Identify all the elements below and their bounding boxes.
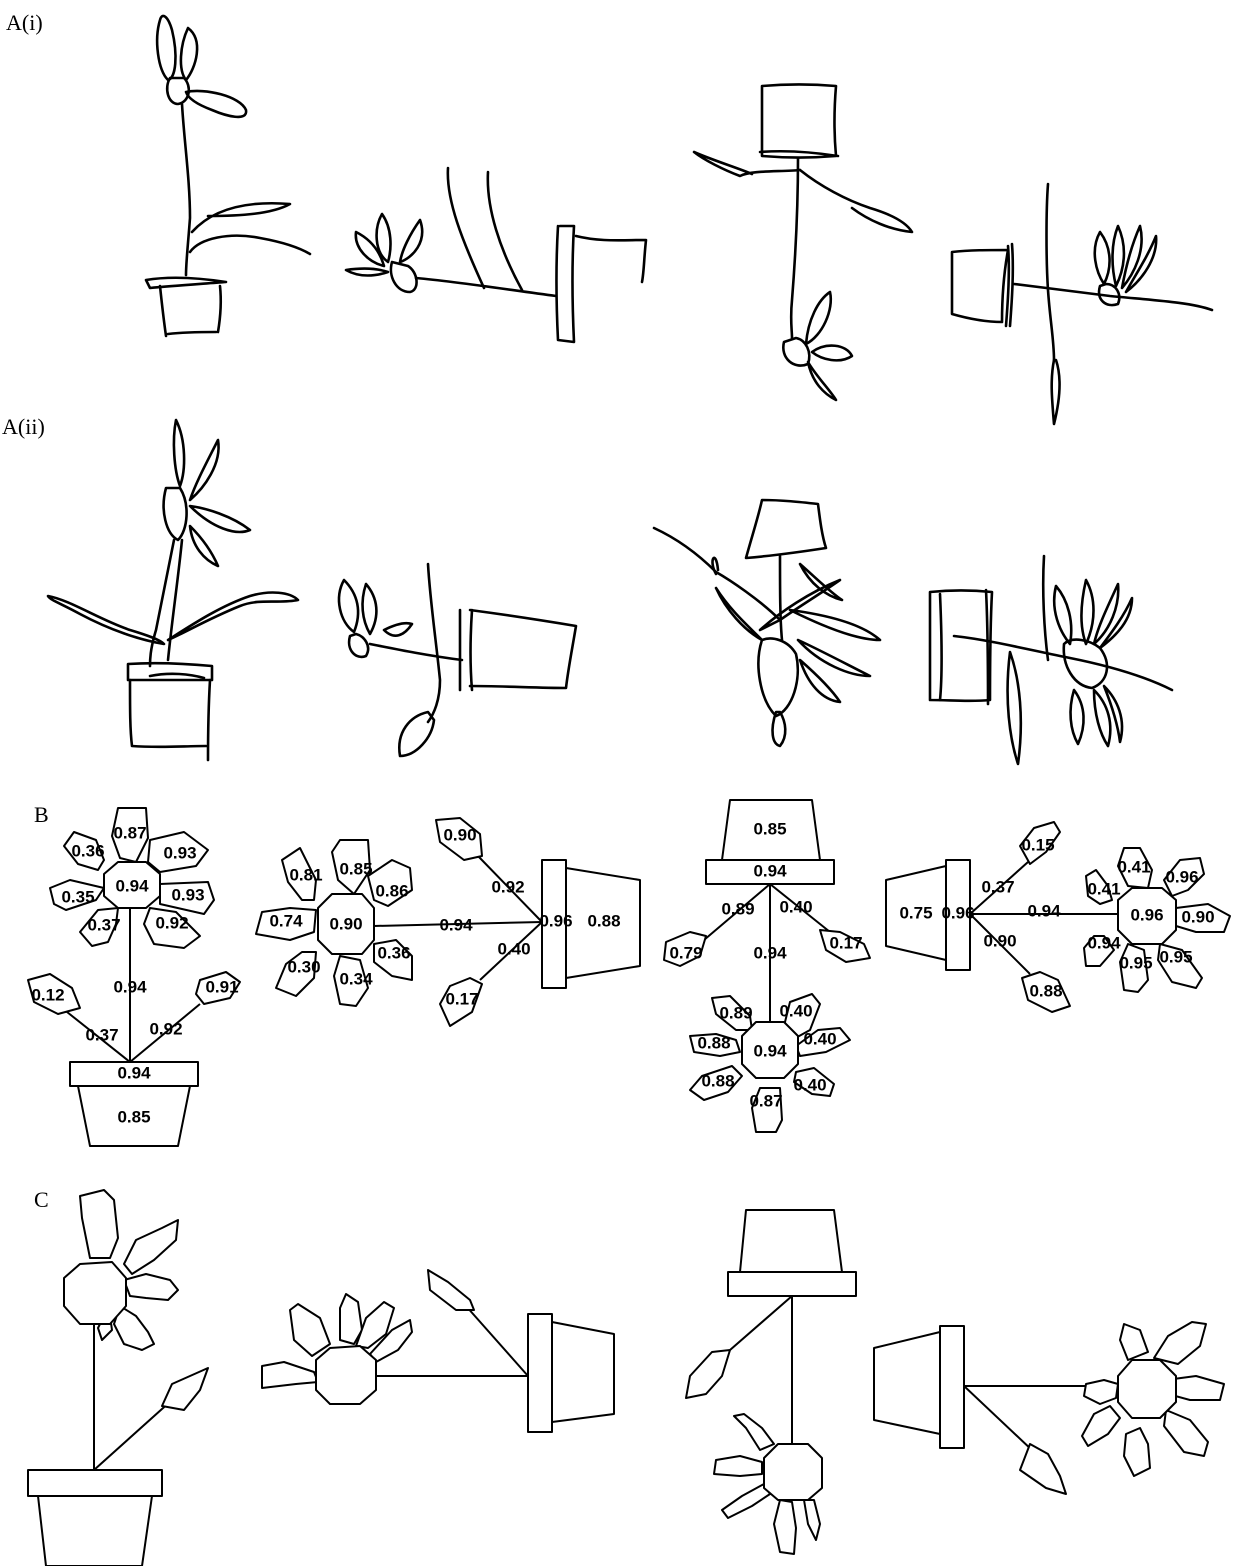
- b2-petal-value: 0.85: [339, 859, 372, 878]
- c-figure-2: [262, 1270, 614, 1432]
- c1-pot-rim: [28, 1470, 162, 1496]
- b4-petal-value: 0.95: [1119, 953, 1152, 972]
- b1-pot-rim-value: 0.94: [117, 1063, 151, 1082]
- b-figure-1: 0.94 0.87 0.93 0.93 0.92 0.37 0.35 0.36 …: [28, 808, 240, 1146]
- b3-leaf-right-value: 0.17: [829, 933, 862, 952]
- c2-pot-body: [552, 1322, 614, 1422]
- b4-center-value: 0.96: [1130, 905, 1163, 924]
- b3-petal-value: 0.88: [697, 1033, 730, 1052]
- b3-leaf-left-stem-value: 0.89: [721, 899, 754, 918]
- b2-center-value: 0.90: [329, 914, 362, 933]
- b2-petal-value: 0.74: [269, 911, 303, 930]
- b3-stem-value: 0.94: [753, 943, 787, 962]
- c4-pot-body: [874, 1332, 940, 1434]
- b3-pot-rim-value: 0.94: [753, 861, 787, 880]
- b1-center-value: 0.94: [115, 876, 149, 895]
- b4-leaf-top-value: 0.15: [1021, 835, 1054, 854]
- sketch-a2-inverted-plant: [654, 500, 880, 746]
- sketch-a1-upright-plant: [146, 16, 310, 336]
- sketch-a1-inverted-plant: [694, 85, 912, 401]
- b2-petal-value: 0.34: [339, 969, 373, 988]
- b1-leaf-right-stem-value: 0.92: [149, 1019, 182, 1038]
- b4-petal-value: 0.94: [1087, 933, 1121, 952]
- b3-pot-body-value: 0.85: [753, 819, 786, 838]
- c2-pot-rim: [528, 1314, 552, 1432]
- b2-leaf-bottom-stem-value: 0.40: [497, 939, 530, 958]
- panel-label-a2: A(ii): [2, 414, 45, 439]
- b1-petal-value: 0.37: [87, 915, 120, 934]
- c2-flower-center: [316, 1346, 376, 1404]
- b3-petal-value: 0.40: [793, 1075, 826, 1094]
- c4-pot-rim: [940, 1326, 964, 1448]
- sketch-a1-horizontal-plant: [346, 168, 646, 342]
- b-figure-4: 0.75 0.96 0.15 0.37 0.88 0.90 0.94 0.96 …: [886, 822, 1230, 1012]
- sketch-a2-horizontal-plant: [339, 564, 576, 756]
- b4-leaf-top-stem-value: 0.37: [981, 877, 1014, 896]
- c3-pot-body: [740, 1210, 842, 1272]
- b4-pot-body-value: 0.75: [899, 903, 932, 922]
- c3-leaf: [686, 1350, 730, 1398]
- b3-petal-value: 0.40: [779, 1001, 812, 1020]
- b1-stem-value: 0.94: [113, 977, 147, 996]
- b3-petal-value: 0.88: [701, 1071, 734, 1090]
- b1-petal-value: 0.35: [61, 887, 94, 906]
- b2-leaf-bottom-value: 0.17: [445, 989, 478, 1008]
- b1-petal-value: 0.92: [155, 913, 188, 932]
- panel-label-b: B: [34, 802, 49, 827]
- b2-stem-value: 0.94: [439, 915, 473, 934]
- panel-label-a1: A(i): [6, 10, 43, 35]
- b4-leaf-bottom-value: 0.88: [1029, 981, 1062, 1000]
- b1-petal-value: 0.87: [113, 823, 146, 842]
- b3-petal-value: 0.87: [749, 1091, 782, 1110]
- b4-petal-value: 0.41: [1117, 857, 1150, 876]
- c4-leaf: [1020, 1444, 1066, 1494]
- b1-leaf-right-value: 0.91: [205, 977, 238, 996]
- b2-pot-body-value: 0.88: [587, 911, 620, 930]
- b1-leaf-left-stem-value: 0.37: [85, 1025, 118, 1044]
- b3-leaf-left-value: 0.79: [669, 943, 702, 962]
- b2-pot-rim-value: 0.96: [539, 911, 572, 930]
- b4-petal-value: 0.95: [1159, 947, 1192, 966]
- b1-leaf-left-value: 0.12: [31, 985, 64, 1004]
- sketch-a1-rightward-plant: [952, 184, 1212, 424]
- b-figure-2: 0.90 0.85 0.86 0.36 0.34 0.30 0.74 0.81 …: [256, 818, 640, 1026]
- c3-pot-rim: [728, 1272, 856, 1296]
- b3-petal-value: 0.89: [719, 1003, 752, 1022]
- b4-leaf-bottom-stem-value: 0.90: [983, 931, 1016, 950]
- b2-petal-value: 0.36: [377, 943, 410, 962]
- b4-petal-value: 0.90: [1181, 907, 1214, 926]
- c-figure-4: [874, 1322, 1224, 1494]
- b4-petal-value: 0.41: [1087, 879, 1120, 898]
- b1-pot-body-value: 0.85: [117, 1107, 150, 1126]
- c-figure-3: [686, 1210, 856, 1554]
- b2-leaf-top-value: 0.90: [443, 825, 476, 844]
- c1-pot-body: [38, 1496, 152, 1566]
- b2-petal-value: 0.30: [287, 957, 320, 976]
- c1-leaf: [162, 1368, 208, 1410]
- sketch-a2-upright-plant: [48, 420, 298, 760]
- panel-label-c: C: [34, 1187, 49, 1212]
- b3-leaf-right-stem-value: 0.40: [779, 897, 812, 916]
- b2-petal-value: 0.86: [375, 881, 408, 900]
- b-figure-3: 0.85 0.94 0.79 0.89 0.17 0.40 0.94 0.94 …: [664, 800, 870, 1132]
- b1-petal-value: 0.36: [71, 841, 104, 860]
- c2-leaf: [428, 1270, 474, 1310]
- b4-petal-value: 0.96: [1165, 867, 1198, 886]
- b3-center-value: 0.94: [753, 1041, 787, 1060]
- b3-petal-value: 0.40: [803, 1029, 836, 1048]
- c-figure-1: [28, 1190, 208, 1566]
- b4-stem-value: 0.94: [1027, 901, 1061, 920]
- b4-pot-rim-value: 0.96: [941, 903, 974, 922]
- b2-petal-value: 0.81: [289, 865, 322, 884]
- c3-flower-center: [764, 1444, 822, 1500]
- sketch-a2-rightward-plant: [930, 556, 1172, 764]
- b1-petal-value: 0.93: [163, 843, 196, 862]
- c4-flower-center: [1118, 1360, 1176, 1418]
- b1-petal-value: 0.93: [171, 885, 204, 904]
- c1-flower-center: [64, 1262, 126, 1324]
- b2-leaf-top-stem-value: 0.92: [491, 877, 524, 896]
